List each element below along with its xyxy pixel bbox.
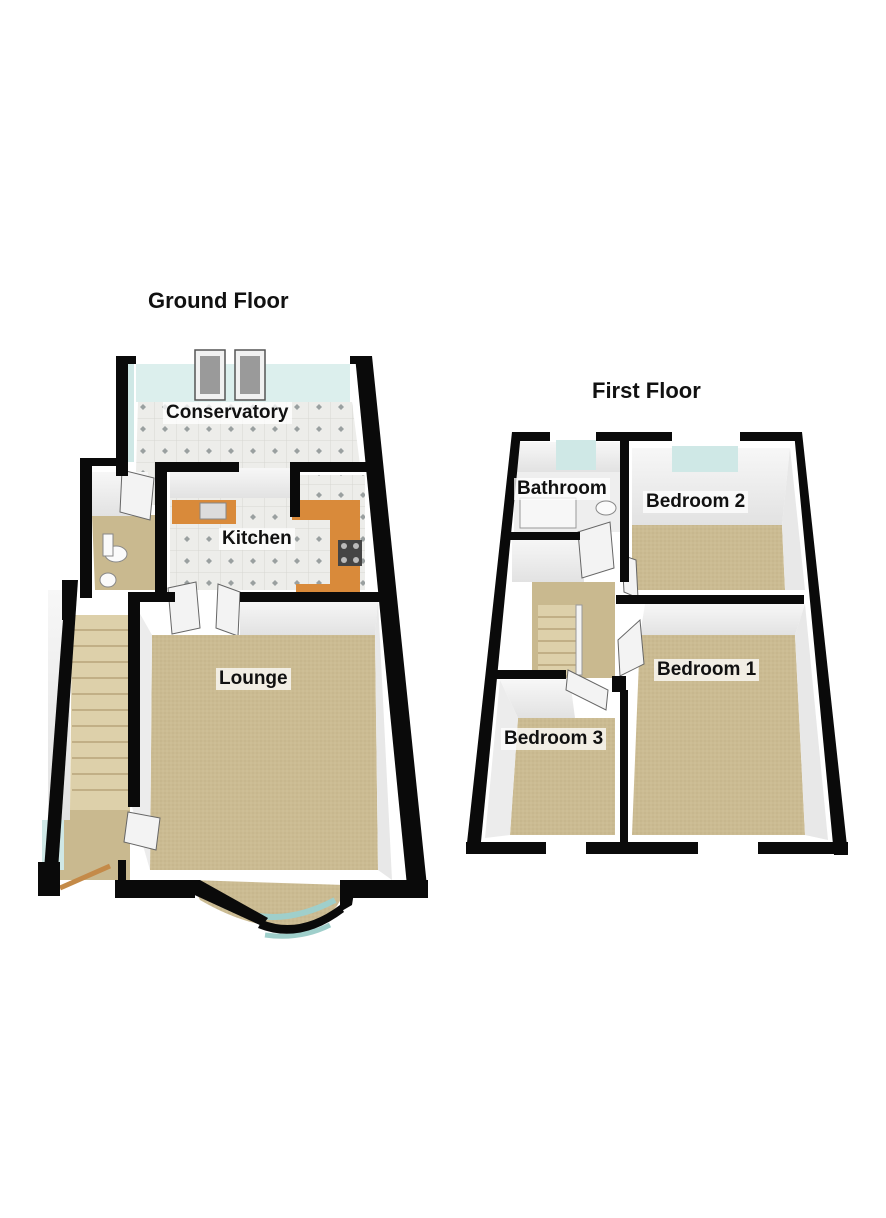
room-label-conservatory: Conservatory: [163, 402, 292, 424]
conservatory-floor: [135, 402, 372, 505]
room-label-bedroom-3: Bedroom 3: [501, 728, 607, 750]
kitchen-hob: [338, 540, 362, 566]
lounge-wall-face-top: [240, 600, 378, 635]
ground-stairs: [70, 615, 132, 810]
bedroom-1-wall-face: [640, 604, 805, 635]
first-stairs: [538, 604, 583, 676]
lounge-wall-face-right: [375, 600, 392, 880]
bedroom-2-wall-right: [782, 448, 805, 590]
room-label-kitchen: Kitchen: [219, 528, 295, 550]
first-floor-walls: [466, 432, 848, 855]
lounge-bay-window: [190, 880, 345, 928]
ground-floor-title: Ground Floor: [148, 288, 289, 313]
first-floor-plan: [466, 432, 848, 855]
bedroom-2-window: [672, 446, 738, 472]
kitchen-sink: [199, 502, 227, 520]
ground-walls: [38, 356, 428, 934]
ground-floor-plan: [38, 349, 428, 939]
landing-wall-face: [512, 538, 584, 582]
bathroom-door: [577, 521, 615, 579]
bathroom-window: [556, 440, 596, 470]
bedroom-1-floor: [632, 635, 805, 835]
room-label-bedroom-1: Bedroom 1: [654, 659, 760, 681]
bathroom-bath: [519, 497, 577, 529]
conservatory-french-doors: [194, 349, 266, 401]
first-floor-title: First Floor: [592, 378, 701, 403]
front-door: [58, 863, 112, 891]
wc-door: [119, 469, 155, 521]
room-label-bathroom: Bathroom: [514, 478, 610, 500]
bedroom-3-wall-left: [485, 680, 518, 838]
bedroom-3-wall-face: [500, 680, 575, 718]
bathroom-toilet: [595, 500, 617, 516]
kitchen-doors: [167, 581, 241, 637]
kitchen-wall-face: [170, 468, 290, 498]
wc-basin: [99, 572, 117, 588]
bedroom-1-door: [617, 618, 645, 677]
room-label-lounge: Lounge: [216, 668, 291, 690]
bedroom-2-floor: [632, 525, 785, 590]
kitchen-worktop-right: [292, 500, 360, 592]
bedroom-3-door: [565, 669, 609, 711]
bedroom-1-wall-right: [795, 604, 828, 840]
room-label-bedroom-2: Bedroom 2: [643, 491, 749, 513]
lounge-floor: [150, 635, 378, 870]
lounge-door: [123, 811, 161, 851]
